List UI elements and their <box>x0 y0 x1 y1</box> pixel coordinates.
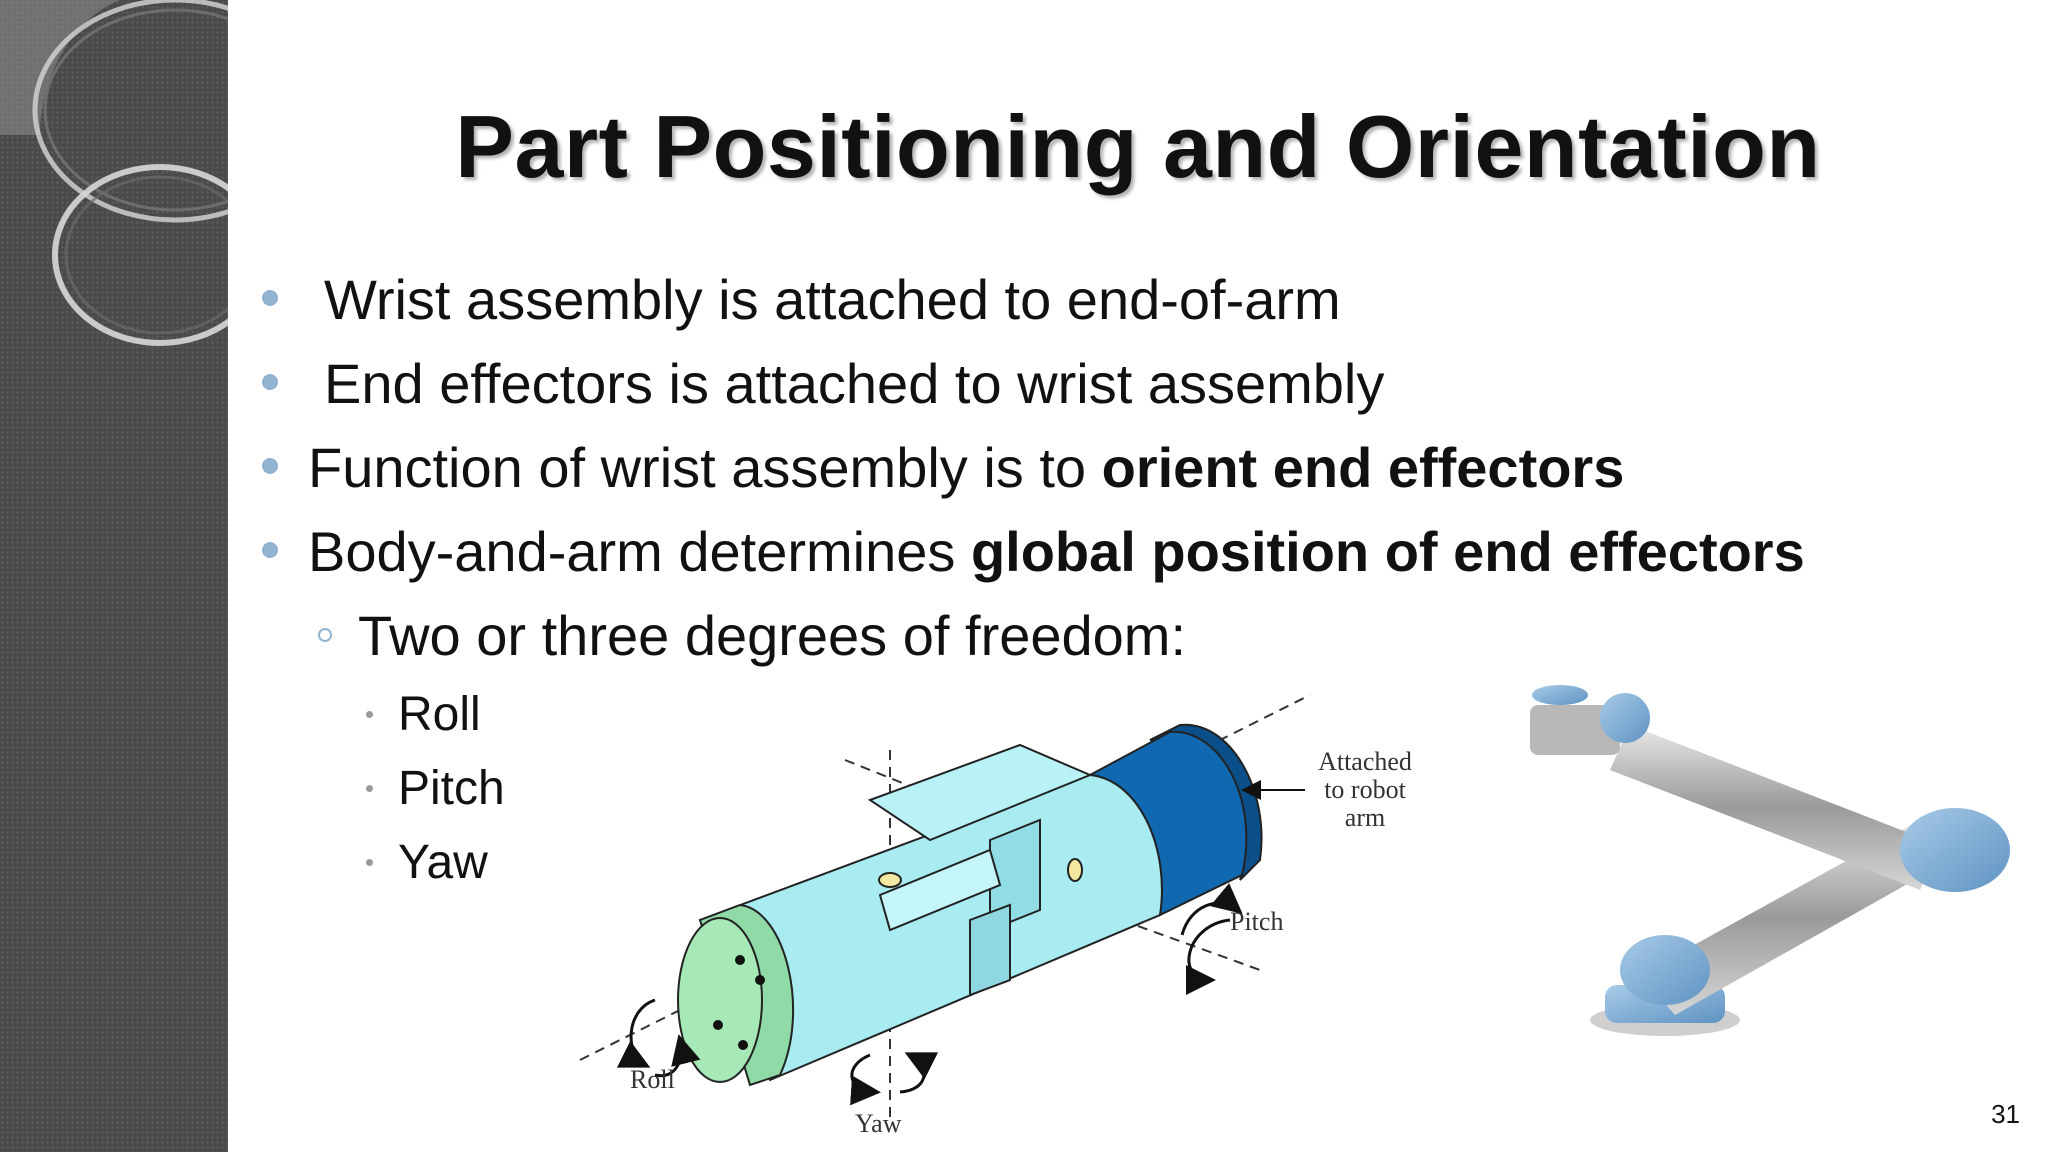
bullet-list: Wrist assembly is attached to end-of-arm… <box>262 258 1805 900</box>
bullet-text: Wrist assembly is attached to end-of-arm <box>324 268 1341 331</box>
bullet-text-emphasis: orient end effectors <box>1101 436 1625 499</box>
dof-item-pitch: Pitch <box>262 752 1805 826</box>
bullet-dot-icon <box>262 458 278 474</box>
roll-rotation-arrow <box>616 998 656 1068</box>
robot-shoulder-joint <box>1620 935 1710 1005</box>
wrist-body-shape <box>698 743 1163 1082</box>
robot-tool-flange <box>1532 685 1588 705</box>
bullet-item: Function of wrist assembly is to orient … <box>262 426 1805 510</box>
dof-text: Yaw <box>398 836 488 889</box>
label-attached-line2: to robot <box>1324 775 1406 804</box>
bullet-text: Body-and-arm determines global position … <box>308 510 1805 594</box>
small-dot-icon <box>366 785 373 792</box>
label-attached-line3: arm <box>1345 803 1385 832</box>
yaw-rotation-arrow <box>850 1053 881 1106</box>
dof-text: Pitch <box>398 762 505 815</box>
roll-rotation-arrow <box>654 1034 701 1078</box>
small-dot-icon <box>366 859 373 866</box>
robot-elbow-joint <box>1900 808 2010 892</box>
bullet-text-emphasis: global position of end effectors <box>970 520 1805 583</box>
yaw-rotation-arrow <box>899 1052 939 1094</box>
bullet-item: End effectors is attached to wrist assem… <box>262 342 1805 426</box>
bullet-dot-icon <box>262 290 278 306</box>
sub-bullet-text: Two or three degrees of freedom: <box>358 604 1186 667</box>
bullet-text-normal: Function of wrist assembly is to <box>308 436 1102 499</box>
bullet-text-normal: Body-and-arm determines <box>308 520 971 583</box>
robot-wrist <box>1530 705 1620 755</box>
small-dot-icon <box>366 711 373 718</box>
bullet-text: End effectors is attached to wrist assem… <box>324 352 1385 415</box>
pitch-rotation-arrow <box>1180 883 1243 936</box>
bullet-text: Function of wrist assembly is to orient … <box>308 426 1624 510</box>
label-pitch: Pitch <box>1230 907 1283 936</box>
bullet-item: Wrist assembly is attached to end-of-arm <box>262 258 1805 342</box>
bullet-item: Body-and-arm determines global position … <box>262 510 1805 594</box>
wrist-assembly-diagram: Attached to robot arm Pitch Roll Yaw <box>579 694 1412 1138</box>
side-decoration-panel <box>0 0 228 1152</box>
sub-bullet-ring-icon <box>318 628 332 642</box>
robot-arm-image <box>1530 685 2010 1036</box>
label-attached-line1: Attached <box>1318 747 1412 776</box>
slide-title: Part Positioning and Orientation <box>455 97 1821 196</box>
label-yaw: Yaw <box>855 1109 902 1138</box>
page-number: 31 <box>1991 1099 2020 1129</box>
sub-bullet-item: Two or three degrees of freedom: <box>262 594 1805 678</box>
robot-upper-link <box>1610 725 1940 890</box>
bullet-dot-icon <box>262 374 278 390</box>
decorative-rings-graphic <box>0 0 228 346</box>
pitch-rotation-arrow <box>1185 918 1231 995</box>
dof-item-yaw: Yaw <box>262 826 1805 900</box>
dof-text: Roll <box>398 688 481 741</box>
dof-item-roll: Roll <box>262 678 1805 752</box>
robot-wrist-joint <box>1600 693 1650 743</box>
label-roll: Roll <box>630 1065 675 1094</box>
bullet-dot-icon <box>262 542 278 558</box>
